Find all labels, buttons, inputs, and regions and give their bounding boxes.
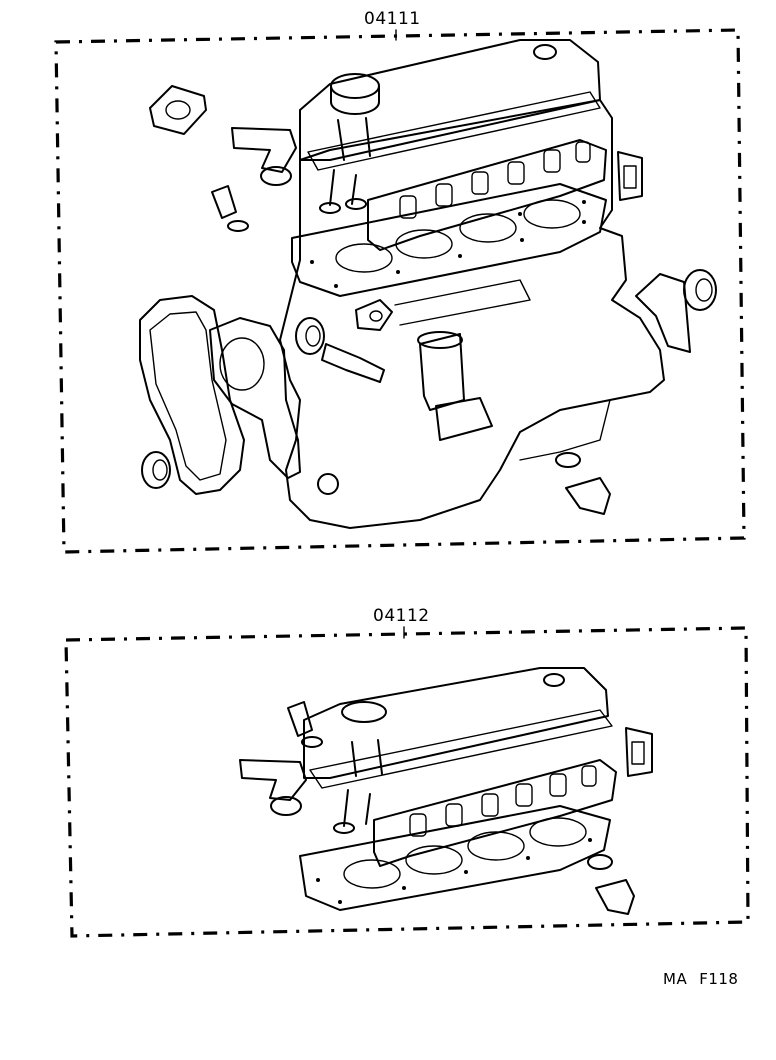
- valve-head: [345, 198, 367, 210]
- water-outlet: [231, 127, 297, 173]
- valve-head: [319, 202, 341, 214]
- valve-cover: [303, 667, 609, 779]
- timing-cover-gasket-inner: [149, 311, 227, 481]
- exhaust-flange-gasket: [625, 727, 653, 777]
- figure-code: MA F118: [663, 970, 738, 988]
- water-outlet-gasket: [260, 166, 292, 186]
- small-gasket: [555, 452, 581, 468]
- head-bolt-holes: [316, 838, 592, 904]
- water-inlet-pipe: [321, 343, 385, 383]
- oil-pan-edge: [519, 399, 611, 461]
- kit-part-number-04111: 04111: [364, 9, 421, 29]
- thermostat-gasket-hole: [165, 100, 191, 120]
- camshaft-oil-seal: [295, 317, 325, 355]
- cylinder-bores: [335, 199, 581, 273]
- camshaft-oil-seal-inner: [305, 325, 321, 347]
- bypass-hose: [211, 185, 237, 219]
- kit-part-number-04112: 04112: [373, 606, 430, 626]
- exhaust-flange-port: [631, 741, 645, 765]
- kit-boundary-04112: [64, 626, 750, 938]
- pipe-flange-hole: [369, 310, 383, 322]
- o-ring: [301, 736, 323, 748]
- valve-stem: [351, 739, 383, 777]
- water-pump-gasket: [209, 317, 301, 479]
- manifold-gasket: [373, 759, 617, 867]
- pipe-flange-gasket: [355, 299, 393, 331]
- valve-head: [333, 822, 355, 834]
- o-ring: [227, 220, 249, 232]
- oil-filler-neck: [330, 85, 380, 115]
- overhaul-gasket-kit-group: [54, 28, 746, 554]
- front-oil-seal-inner: [152, 459, 168, 481]
- front-oil-seal: [141, 451, 171, 489]
- timing-cover-gasket: [139, 295, 245, 495]
- rear-oil-seal-inner: [695, 278, 713, 302]
- figure-code-prefix: MA: [663, 970, 688, 988]
- cylinder-head-gasket: [299, 805, 611, 911]
- outlet-flange-gasket: [595, 879, 635, 915]
- outlet-flange-gasket: [565, 477, 611, 515]
- fuel-pump-top: [417, 331, 463, 349]
- rear-oil-seal: [683, 269, 717, 311]
- bypass-hose: [287, 701, 313, 737]
- water-outlet-gasket: [270, 796, 302, 816]
- valve-cover-grommet: [533, 44, 557, 60]
- fuel-pump-gasket: [435, 397, 493, 441]
- valve-cover-gasket: [307, 91, 601, 171]
- thermostat-gasket: [149, 85, 207, 135]
- water-outlet: [239, 759, 307, 801]
- valve-stem: [337, 117, 371, 161]
- small-gasket: [587, 854, 613, 870]
- engine-block-outline: [279, 99, 665, 529]
- pipe-line: [394, 279, 531, 326]
- cylinder-head-gasket: [291, 183, 607, 297]
- head-bolt-holes: [310, 200, 586, 288]
- valve: [343, 789, 371, 827]
- cylinder-bores: [343, 817, 587, 889]
- exhaust-flange-gasket: [617, 151, 643, 201]
- manifold-ports: [399, 141, 591, 219]
- valve-grind-gasket-kit-group: [64, 626, 750, 938]
- oil-filler-cap: [341, 701, 387, 723]
- kit-boundary-04111: [54, 28, 746, 554]
- exhaust-flange-port: [623, 165, 637, 189]
- rear-seal-retainer-gasket: [635, 273, 691, 353]
- manifold-gasket: [367, 139, 607, 251]
- water-pump-opening: [219, 337, 265, 391]
- valve-cover-gasket: [309, 709, 613, 789]
- manifold-ports: [409, 765, 597, 837]
- valve-cover: [299, 39, 601, 161]
- drain-plug-gasket: [317, 473, 339, 495]
- figure-code-number: F118: [699, 970, 739, 988]
- valve-cover-grommet: [543, 673, 565, 687]
